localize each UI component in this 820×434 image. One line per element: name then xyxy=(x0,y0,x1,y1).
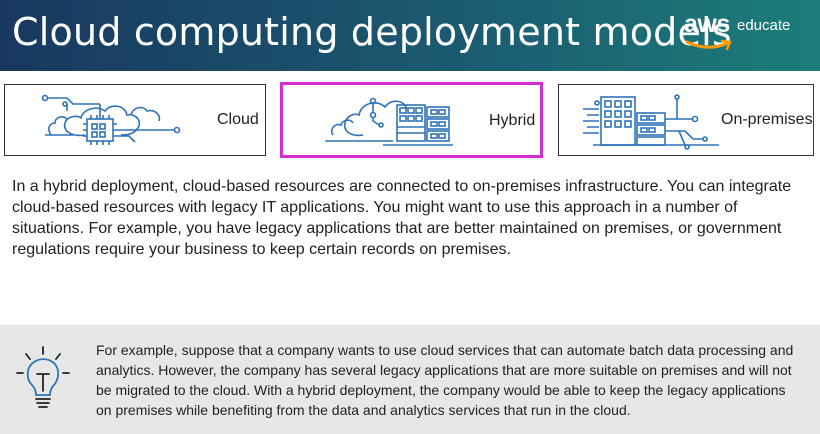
lightbulb-icon xyxy=(16,346,70,408)
model-card-hybrid[interactable]: Hybrid xyxy=(280,82,543,158)
model-label-hybrid: Hybrid xyxy=(489,112,536,129)
aws-educate-logo: aws educate xyxy=(684,10,804,60)
cloud-server-icon xyxy=(325,97,453,146)
header-banner: Cloud computing deployment models aws ed… xyxy=(0,0,820,71)
model-label-on-premises: On-premises xyxy=(721,111,813,128)
aws-logo-text: aws xyxy=(684,10,730,38)
intro-paragraph: In a hybrid deployment, cloud-based reso… xyxy=(12,178,792,258)
cloud-circuit-icon xyxy=(41,94,181,145)
building-server-icon xyxy=(583,94,719,150)
aws-smile-icon xyxy=(685,39,732,51)
model-card-cloud[interactable]: Cloud xyxy=(4,84,266,156)
page-title: Cloud computing deployment models xyxy=(12,10,732,54)
model-label-cloud: Cloud xyxy=(217,111,259,128)
example-paragraph: For example, suppose that a company want… xyxy=(96,342,794,418)
model-card-on-premises[interactable]: On-premises xyxy=(558,84,814,156)
educate-logo-text: educate xyxy=(737,17,791,34)
example-callout: For example, suppose that a company want… xyxy=(0,325,820,434)
